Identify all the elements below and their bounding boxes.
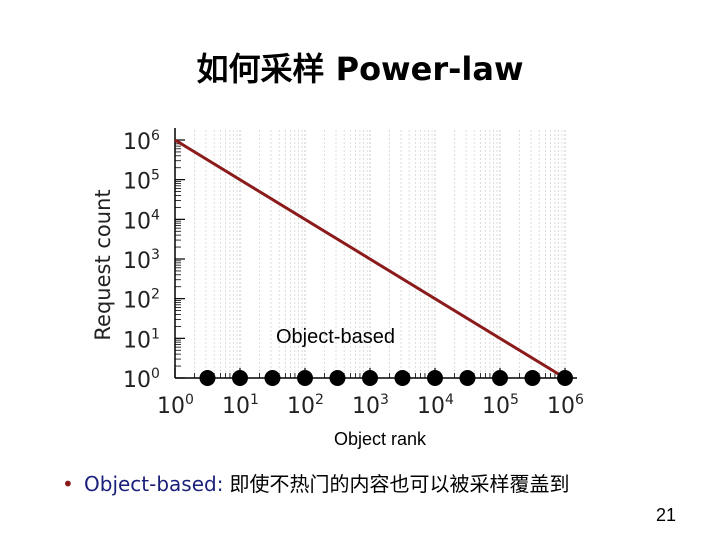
sample-marker bbox=[524, 370, 541, 386]
y-axis-title: Request count bbox=[91, 189, 115, 340]
sample-marker bbox=[297, 370, 313, 386]
x-axis-title: Object rank bbox=[334, 429, 427, 449]
sample-marker bbox=[362, 370, 378, 386]
bullet-item: • Object-based:即使不热门的内容也可以被采样覆盖到 bbox=[62, 468, 569, 497]
y-tick-label: 106 bbox=[123, 128, 160, 155]
bullet-dot-icon: • bbox=[62, 472, 74, 496]
x-tick-label: 100 bbox=[157, 392, 194, 419]
sample-marker bbox=[394, 370, 411, 386]
sample-marker bbox=[557, 370, 573, 386]
sample-marker bbox=[492, 370, 508, 386]
x-tick-label: 101 bbox=[222, 392, 259, 419]
x-tick-label: 106 bbox=[547, 392, 584, 419]
grid bbox=[174, 130, 566, 378]
object-based-annotation: Object-based bbox=[276, 326, 395, 348]
x-tick-label: 105 bbox=[482, 392, 519, 419]
sample-marker bbox=[427, 370, 443, 386]
slide-number: 21 bbox=[655, 505, 676, 525]
sample-marker bbox=[199, 370, 216, 386]
slide-title: 如何采样 Power-law bbox=[196, 50, 524, 88]
y-tick-label: 101 bbox=[123, 326, 160, 353]
series-layer bbox=[174, 138, 573, 386]
y-tick-label: 103 bbox=[123, 247, 160, 274]
x-tick-label: 103 bbox=[352, 392, 389, 419]
labels: 100 101 102 103 104 105 106 100 101 102 103 104 105 1… bbox=[91, 128, 584, 449]
y-tick-label: 100 bbox=[123, 366, 160, 393]
bullet-separator: : bbox=[216, 472, 224, 496]
bullet-key: Object-based bbox=[84, 472, 217, 496]
sample-marker bbox=[232, 370, 248, 386]
sample-marker bbox=[264, 370, 281, 386]
y-tick-label: 105 bbox=[123, 168, 160, 195]
bullet-description: 即使不热门的内容也可以被采样覆盖到 bbox=[229, 472, 570, 496]
y-tick-label: 104 bbox=[123, 207, 160, 234]
x-tick-label: 104 bbox=[417, 392, 454, 419]
sample-marker bbox=[459, 370, 476, 386]
power-law-line bbox=[174, 138, 566, 380]
x-tick-label: 102 bbox=[287, 392, 324, 419]
sample-marker bbox=[329, 370, 346, 386]
y-tick-label: 102 bbox=[123, 287, 160, 314]
